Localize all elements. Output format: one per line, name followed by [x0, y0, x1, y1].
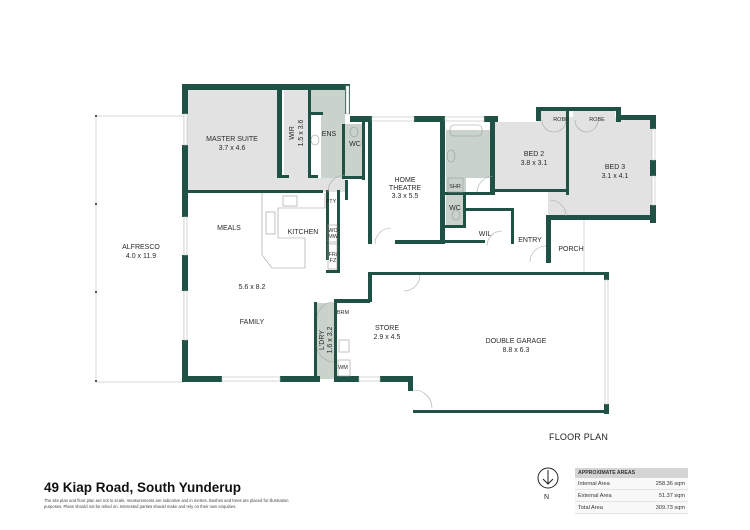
- room-shr-name: SHR: [449, 184, 461, 190]
- room-ldry-name: L'DRY: [319, 330, 326, 350]
- room-wir-name: WIR: [289, 126, 296, 140]
- compass-north-label: N: [544, 494, 550, 501]
- room-ht-name2: THEATRE: [389, 185, 421, 192]
- room-womw-line2: MW: [328, 234, 339, 240]
- room-labels: MASTER SUITE 3.7 x 4.6 WIR 1.5 x 3.6 ENS…: [122, 117, 628, 371]
- room-bed3-size: 3.1 x 4.1: [602, 173, 629, 180]
- floor-plan-label: FLOOR PLAN: [549, 432, 609, 442]
- room-wc2-name: WC: [449, 205, 461, 212]
- room-ldry-size: 1.6 x 3.2: [327, 326, 334, 353]
- room-master-name: MASTER SUITE: [206, 136, 258, 143]
- windows: [183, 85, 656, 405]
- room-alfresco-name: ALFRESCO: [122, 244, 160, 251]
- room-brm-name: BRM: [337, 310, 350, 316]
- areas-row: External Area 51.37 sqm: [575, 489, 688, 502]
- room-master-size: 3.7 x 4.6: [219, 145, 246, 152]
- property-address-title: 49 Kiap Road, South Yunderup: [44, 480, 242, 495]
- room-womw-line1: WO: [328, 228, 338, 234]
- room-frfz-line2: FZ: [330, 258, 337, 264]
- disclaimer-text: The site plan and floor plan are not to …: [44, 498, 289, 509]
- room-alfresco-size: 4.0 x 11.9: [126, 253, 156, 260]
- room-pty-name: PTY: [326, 199, 337, 205]
- room-garage-size: 8.8 x 6.3: [503, 347, 530, 354]
- room-ht-name1: HOME: [395, 177, 416, 184]
- area-label: Internal Area: [575, 478, 635, 490]
- room-store-name: STORE: [375, 325, 399, 332]
- north-arrow-icon: [537, 467, 559, 489]
- room-frfz-line1: FR/: [329, 252, 338, 258]
- area-value: 309.73 sqm: [634, 501, 688, 514]
- room-bed2-size: 3.8 x 3.1: [521, 160, 548, 167]
- room-family-name: FAMILY: [240, 319, 265, 326]
- room-porch-name: PORCH: [558, 246, 583, 253]
- room-ht-size: 3.3 x 5.5: [392, 193, 419, 200]
- area-value: 51.37 sqm: [634, 489, 688, 502]
- fixtures: [261, 124, 483, 377]
- areas-row: Internal Area 258.36 sqm: [575, 478, 688, 490]
- area-label: External Area: [575, 489, 635, 502]
- room-wc1-name: WC: [349, 141, 361, 148]
- room-robe1-name: ROBE: [553, 117, 569, 123]
- room-bed2-name: BED 2: [524, 151, 544, 158]
- room-wil-name: WIL: [479, 231, 492, 238]
- room-store-size: 2.9 x 4.5: [374, 334, 401, 341]
- area-label: Total Area: [575, 501, 635, 514]
- areas-heading: APPROXIMATE AREAS: [575, 468, 688, 478]
- room-family-size: 5.6 x 8.2: [239, 284, 266, 291]
- area-value: 258.36 sqm: [634, 478, 688, 490]
- room-meals-name: MEALS: [217, 225, 241, 232]
- areas-table: APPROXIMATE AREAS Internal Area 258.36 s…: [575, 468, 688, 514]
- room-garage-name: DOUBLE GARAGE: [486, 338, 547, 345]
- room-wm-name: WM: [338, 365, 348, 371]
- room-kitchen-name: KITCHEN: [288, 229, 319, 236]
- room-entry-name: ENTRY: [518, 237, 542, 244]
- room-fills: [187, 90, 652, 379]
- doors: [316, 119, 599, 409]
- room-wir-size: 1.5 x 3.6: [298, 119, 305, 146]
- room-ens-name: ENS: [322, 131, 337, 138]
- room-bed3-name: BED 3: [605, 164, 625, 171]
- areas-row: Total Area 309.73 sqm: [575, 501, 688, 514]
- room-robe2-name: ROBE: [589, 117, 605, 123]
